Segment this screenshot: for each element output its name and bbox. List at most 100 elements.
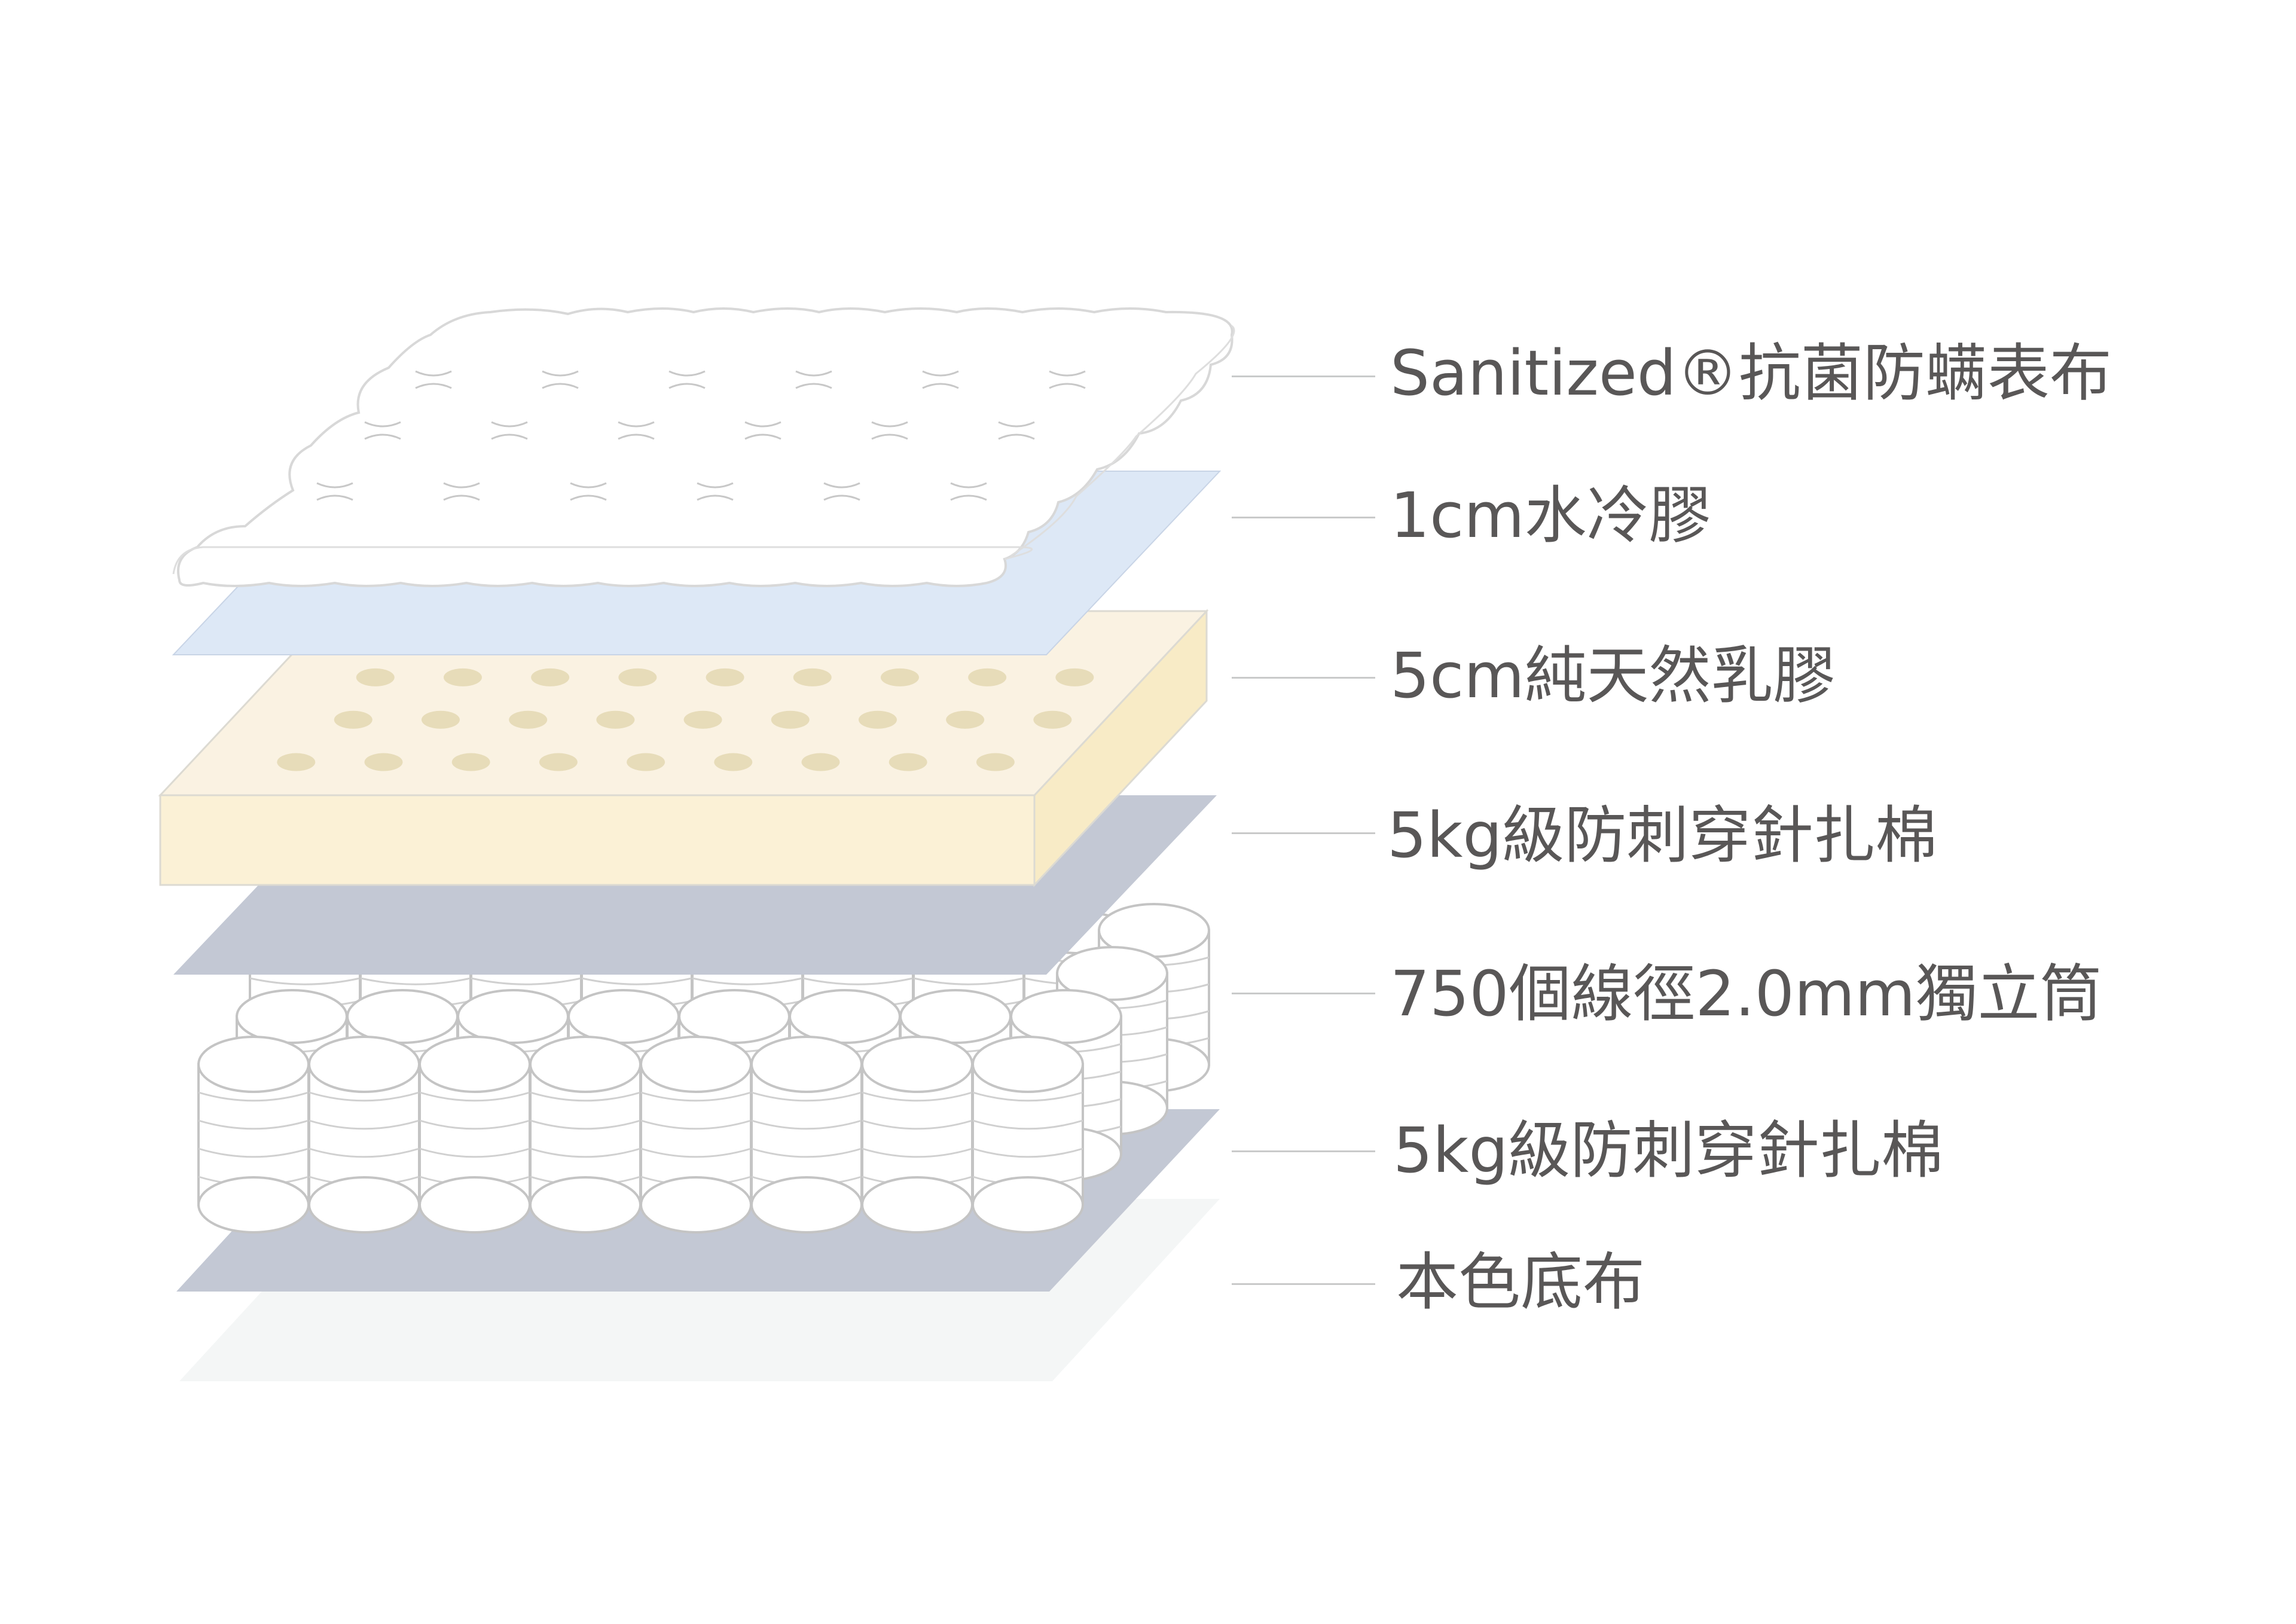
- tuft-stroke: [697, 494, 734, 501]
- spring-ring: [581, 977, 692, 985]
- tuft-stroke: [415, 370, 452, 377]
- spring-bottom: [861, 1176, 973, 1234]
- latex-hole: [976, 753, 1015, 771]
- tuft-stroke: [491, 434, 528, 440]
- tuft-stroke: [1049, 370, 1086, 377]
- tuft-stroke: [950, 494, 987, 501]
- leader-line-felt-top: [1232, 832, 1375, 834]
- cover-tuft: [823, 482, 860, 501]
- cover-tuft: [1049, 370, 1086, 389]
- spring-bottom: [640, 1176, 752, 1234]
- cover-tuft: [415, 370, 452, 389]
- spring-top: [750, 1036, 863, 1093]
- tuft-stroke: [668, 370, 706, 377]
- spring-ring: [471, 977, 582, 985]
- label-latex: 5cm純天然乳膠: [1390, 639, 1836, 712]
- spring-ring: [419, 1119, 530, 1130]
- spring-top: [457, 989, 569, 1044]
- spring-ring: [419, 1091, 530, 1102]
- quilted-cover: [172, 307, 1235, 587]
- spring-ring: [751, 1091, 862, 1102]
- spring-ring: [360, 977, 471, 985]
- spring-ring: [862, 1119, 973, 1130]
- spring-ring: [198, 1119, 309, 1130]
- latex-hole: [714, 753, 753, 771]
- leader-line-springs: [1232, 993, 1375, 994]
- latex-hole: [627, 753, 665, 771]
- latex-hole: [706, 668, 744, 686]
- latex-hole: [334, 710, 373, 729]
- cover-tuft: [697, 482, 734, 501]
- cover-tuft: [668, 370, 706, 389]
- cover-tuft: [618, 421, 655, 440]
- spring-top: [236, 989, 348, 1044]
- cover-edge-line: [172, 546, 1033, 575]
- latex-hole: [880, 668, 919, 686]
- pocket-spring: [419, 1036, 531, 1234]
- tuft-stroke: [491, 421, 528, 428]
- cover-tuft: [922, 370, 959, 389]
- pocket-spring: [640, 1036, 752, 1234]
- spring-ring: [309, 1147, 420, 1158]
- pocket-springs: [197, 903, 1210, 1234]
- leader-line-cover: [1232, 376, 1375, 377]
- cover-tuft: [998, 421, 1035, 440]
- spring-top: [346, 989, 459, 1044]
- latex-front-face: [159, 794, 1036, 886]
- latex-block: [158, 609, 1209, 887]
- tuft-stroke: [744, 421, 781, 428]
- spring-top: [567, 989, 680, 1044]
- spring-ring: [692, 977, 803, 985]
- spring-bottom: [308, 1176, 420, 1234]
- spring-ring: [530, 1147, 641, 1158]
- latex-hole: [889, 753, 927, 771]
- tuft-stroke: [443, 494, 480, 501]
- spring-ring: [530, 1119, 641, 1130]
- spring-ring: [972, 1119, 1083, 1130]
- tuft-stroke: [823, 482, 860, 489]
- latex-hole: [539, 753, 578, 771]
- tuft-stroke: [950, 482, 987, 489]
- spring-ring: [640, 1091, 752, 1102]
- spring-bottom: [197, 1176, 310, 1234]
- spring-ring: [751, 1147, 862, 1158]
- tuft-stroke: [795, 383, 832, 389]
- spring-ring: [862, 1147, 973, 1158]
- cover-side-edge: [1010, 325, 1235, 557]
- leader-line-latex: [1232, 677, 1375, 679]
- latex-hole: [509, 710, 548, 729]
- latex-hole: [771, 710, 810, 729]
- latex-top-face: [158, 610, 1209, 796]
- spring-ring: [751, 1119, 862, 1130]
- latex-hole: [451, 753, 490, 771]
- tuft-stroke: [618, 434, 655, 440]
- label-springs: 750個線徑2.0mm獨立筒: [1390, 957, 2102, 1030]
- spring-ring: [530, 1091, 641, 1102]
- leader-line-base: [1232, 1283, 1375, 1285]
- leader-line-gel: [1232, 517, 1375, 518]
- tuft-stroke: [542, 370, 579, 377]
- cover-outline: [177, 307, 1234, 587]
- cover-tuft: [950, 482, 987, 501]
- cover-tuft: [795, 370, 832, 389]
- pocket-spring: [861, 1036, 973, 1234]
- tuft-stroke: [998, 434, 1035, 440]
- latex-hole: [443, 668, 482, 686]
- label-gel: 1cm水冷膠: [1390, 479, 1711, 552]
- spring-bottom: [750, 1176, 863, 1234]
- spring-ring: [862, 1091, 973, 1102]
- spring-top: [789, 989, 901, 1044]
- tuft-stroke: [922, 370, 959, 377]
- spring-top: [197, 1036, 310, 1093]
- latex-hole: [946, 710, 985, 729]
- tuft-stroke: [316, 482, 353, 489]
- latex-hole: [421, 710, 460, 729]
- label-felt-top: 5kg級防刺穿針扎棉: [1387, 799, 1938, 872]
- latex-hole: [596, 710, 635, 729]
- spring-ring: [419, 1147, 530, 1158]
- cover-tuft: [871, 421, 908, 440]
- latex-hole: [793, 668, 832, 686]
- spring-ring: [640, 1119, 752, 1130]
- tuft-stroke: [697, 482, 734, 489]
